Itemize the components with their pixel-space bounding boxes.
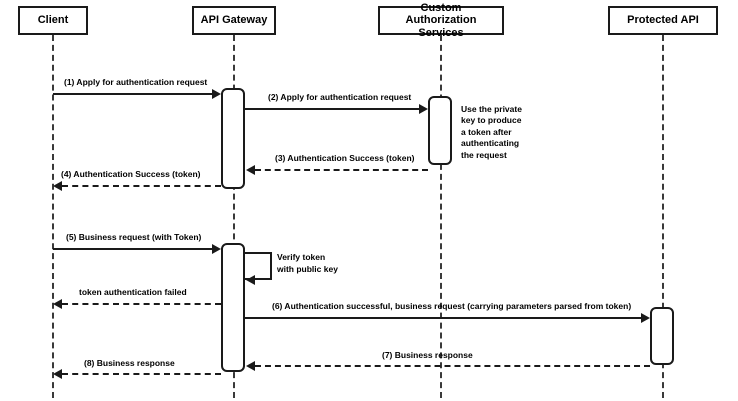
- lifeline-label-api-gateway: API Gateway: [200, 14, 268, 27]
- lifeline-spine-protected-api: [662, 35, 664, 398]
- message-line-2: [245, 108, 419, 110]
- message-line-5: [53, 248, 212, 250]
- message-arrowhead-9: [53, 369, 62, 379]
- message-line-4: [62, 185, 221, 187]
- message-label-5: (5) Business request (with Token): [66, 232, 202, 242]
- message-arrowhead-7: [641, 313, 650, 323]
- lifeline-label-client: Client: [37, 14, 69, 27]
- activation-bar-api-gateway-business: [221, 243, 245, 372]
- message-arrowhead-8: [246, 361, 255, 371]
- lifeline-header-protected-api[interactable]: Protected API: [608, 6, 718, 35]
- message-arrowhead-5: [212, 244, 221, 254]
- message-label-4: (4) Authentication Success (token): [61, 169, 201, 179]
- message-line-1: [53, 93, 212, 95]
- self-message-loop-verify-token: [245, 252, 272, 280]
- message-arrowhead-2: [419, 104, 428, 114]
- message-arrowhead-1: [212, 89, 221, 99]
- message-label-6-token-failed: token authentication failed: [79, 287, 187, 297]
- message-label-2: (2) Apply for authentication request: [268, 92, 412, 102]
- self-message-arrowhead-verify-token: [246, 275, 255, 285]
- activation-bar-custom-authorization-services: [428, 96, 452, 165]
- lifeline-label-protected-api: Protected API: [627, 14, 699, 27]
- activation-bar-protected-api: [650, 307, 674, 365]
- lifeline-spine-client: [52, 35, 54, 398]
- message-line-3: [255, 169, 428, 171]
- message-line-6-token-failed: [62, 303, 221, 305]
- message-line-7: [245, 317, 641, 319]
- lifeline-header-custom-authorization-services[interactable]: Custom Authorization Services: [378, 2, 504, 39]
- message-line-8: [255, 365, 650, 367]
- message-arrowhead-4: [53, 181, 62, 191]
- self-message-label-verify-token-line2: with public key: [277, 264, 338, 274]
- message-line-9: [62, 373, 221, 375]
- message-arrowhead-6-token-failed: [53, 299, 62, 309]
- message-label-8: (7) Business response: [382, 350, 473, 360]
- lifeline-spine-api-gateway: [233, 35, 235, 398]
- message-label-1: (1) Apply for authentication request: [64, 77, 208, 87]
- note-private-key: Use the private key to produce a token a…: [461, 104, 522, 160]
- message-label-9: (8) Business response: [84, 358, 175, 368]
- message-arrowhead-3: [246, 165, 255, 175]
- message-label-3: (3) Authentication Success (token): [275, 153, 415, 163]
- lifeline-header-client[interactable]: Client: [18, 6, 88, 35]
- self-message-label-verify-token-line1: Verify token: [277, 252, 326, 262]
- message-label-7: (6) Authentication successful, business …: [272, 301, 632, 311]
- activation-bar-api-gateway-auth: [221, 88, 245, 189]
- lifeline-header-api-gateway[interactable]: API Gateway: [192, 6, 276, 35]
- lifeline-spine-custom-authorization-services: [440, 35, 442, 398]
- lifeline-label-custom-authorization-services: Custom Authorization Services: [405, 1, 477, 39]
